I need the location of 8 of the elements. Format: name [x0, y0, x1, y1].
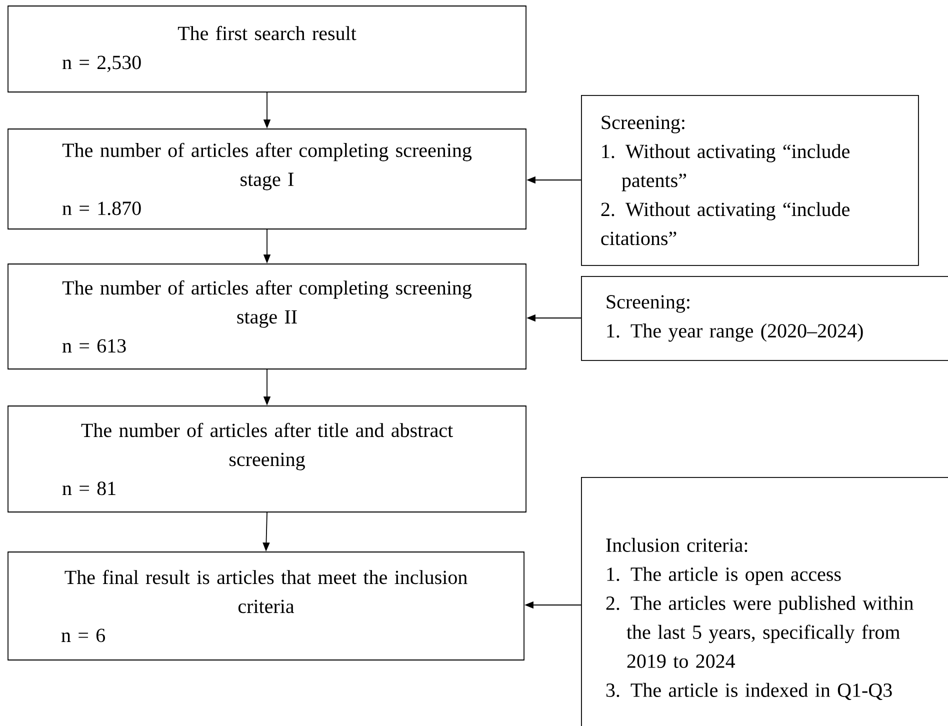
criteria-box: Screening: 1. Without activating “include patents” 2. Without activating “include citations”: [581, 95, 919, 266]
process-box: The first search result n = 2,530: [8, 6, 526, 92]
process-box: The number of articles after completing screening stage I n = 1.870: [8, 128, 526, 230]
criteria-box: Screening: 1. The year range (2020–2024): [581, 276, 948, 361]
process-box: The final result is articles that meet the inclusion criteria n = 6: [8, 552, 524, 660]
criteria-box: Inclusion criteria: 1. The article is open access 2. The articles were published within the last 5 years, specifically from 2019 to 2024 3. The article is indexed in Q1-Q3: [581, 477, 948, 726]
process-box: The number of articles after completing screening stage II n = 613: [8, 264, 526, 370]
process-box: The number of articles after title and abstract screening n = 81: [8, 406, 526, 512]
